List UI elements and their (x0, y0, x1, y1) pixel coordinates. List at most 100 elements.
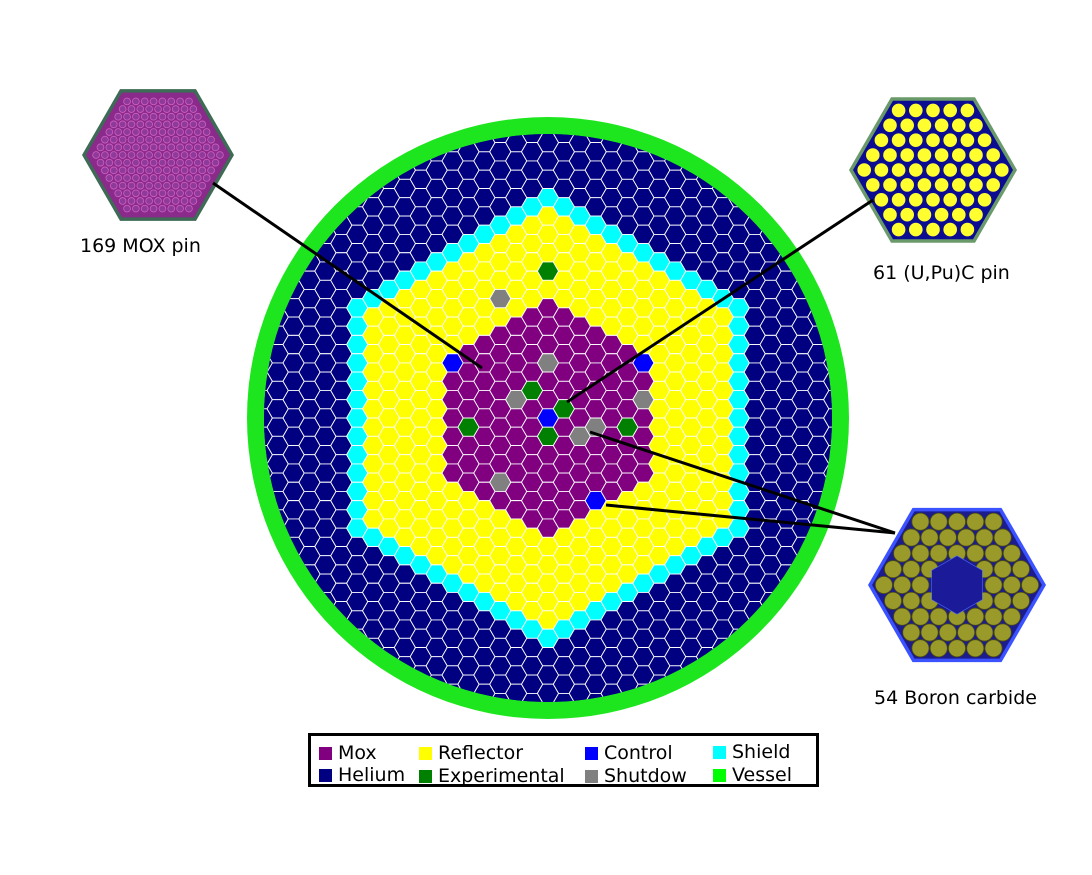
fuel-pin (1021, 576, 1040, 595)
fuel-pin (118, 105, 127, 113)
fuel-pin (140, 128, 149, 136)
fuel-pin (171, 120, 180, 129)
fuel-pin (163, 135, 171, 144)
fuel-pin (180, 151, 189, 159)
fuel-pin (154, 181, 162, 190)
helium-assembly (823, 426, 832, 446)
fuel-pin (916, 207, 933, 223)
fuel-pin (925, 132, 941, 148)
fuel-pin (149, 143, 158, 152)
fuel-pin (929, 607, 948, 626)
fuel-pin (176, 174, 184, 182)
fuel-pin (865, 147, 881, 163)
fuel-pin (202, 128, 211, 136)
fuel-pin (123, 128, 131, 136)
helium-assembly (823, 445, 832, 465)
fuel-pin (171, 181, 180, 190)
legend-label: Control (604, 742, 673, 764)
legend-item-shutdown: Shutdow (585, 765, 687, 787)
fuel-pin (189, 181, 198, 190)
fuel-pin (925, 192, 941, 208)
fuel-pin (105, 158, 114, 167)
fuel-pin (176, 143, 184, 152)
legend-swatch (319, 768, 332, 782)
fuel-pin (123, 189, 131, 198)
fuel-pin (123, 158, 131, 167)
fuel-pin (194, 158, 202, 167)
fuel-pin (198, 151, 207, 159)
fuel-pin (96, 143, 105, 152)
fuel-pin (158, 204, 167, 213)
fuel-pin (118, 135, 127, 144)
fuel-pin (899, 177, 915, 193)
fuel-pin (976, 192, 993, 208)
fuel-pin (185, 174, 193, 182)
fuel-pin (185, 128, 193, 136)
fuel-pin (132, 158, 140, 167)
fuel-pin (171, 166, 180, 175)
fuel-pin (899, 207, 915, 223)
fuel-pin (984, 576, 1003, 595)
fuel-pin (105, 143, 114, 152)
legend-label: Reflector (438, 742, 524, 764)
fuel-pin (966, 512, 985, 531)
fuel-pin (158, 128, 167, 136)
fuel-pin (966, 544, 985, 563)
boron-leader-line-2 (605, 503, 896, 535)
fuel-pin (105, 174, 114, 182)
fuel-pin (908, 162, 924, 178)
fuel-pin (167, 112, 176, 121)
fuel-pin (180, 105, 189, 113)
fuel-pin (207, 151, 215, 159)
fuel-pin (127, 197, 136, 205)
fuel-pin (145, 135, 153, 144)
fuel-pin (132, 128, 140, 136)
boron-carbide-label: 54 Boron carbide (874, 687, 1037, 709)
fuel-pin (893, 544, 912, 563)
fuel-pin (189, 166, 198, 175)
fuel-pin (916, 117, 933, 133)
fuel-pin (171, 197, 180, 205)
fuel-pin (185, 158, 193, 167)
fuel-pin (908, 102, 924, 119)
fuel-pin (118, 181, 127, 190)
fuel-pin (176, 128, 184, 136)
legend-item-mox: Mox (319, 742, 377, 764)
fuel-pin (951, 117, 967, 133)
fuel-pin (118, 197, 127, 205)
fuel-pin (158, 158, 167, 167)
fuel-pin (966, 639, 985, 658)
legend-item-reflector: Reflector (419, 742, 523, 764)
fuel-pin (198, 166, 207, 175)
fuel-pin (194, 128, 202, 136)
legend-label: Vessel (732, 764, 792, 786)
fuel-pin (127, 166, 136, 175)
fuel-pin (994, 162, 1010, 178)
fuel-pin (933, 207, 950, 223)
fuel-pin (132, 189, 140, 198)
fuel-pin (140, 97, 149, 106)
fuel-pin (207, 166, 215, 175)
fuel-pin (127, 120, 136, 129)
boron-assembly-inset (868, 507, 1046, 663)
legend-swatch (419, 769, 432, 783)
fuel-pin (908, 192, 924, 208)
fuel-pin (163, 197, 171, 205)
fuel-pin (158, 112, 167, 121)
fuel-pin (1011, 591, 1030, 610)
fuel-pin (127, 105, 136, 113)
fuel-pin (968, 147, 984, 163)
fuel-pin (985, 147, 1001, 163)
fuel-pin (920, 623, 939, 642)
fuel-pin (942, 162, 958, 178)
fuel-pin (149, 204, 158, 213)
fuel-pin (167, 97, 176, 106)
fuel-pin (127, 135, 136, 144)
fuel-pin (194, 143, 202, 152)
helium-assembly (823, 390, 832, 410)
helium-assembly (823, 408, 832, 428)
fuel-pin (189, 197, 198, 205)
fuel-pin (908, 221, 924, 238)
fuel-pin (890, 192, 907, 208)
legend-label: Mox (338, 742, 377, 764)
